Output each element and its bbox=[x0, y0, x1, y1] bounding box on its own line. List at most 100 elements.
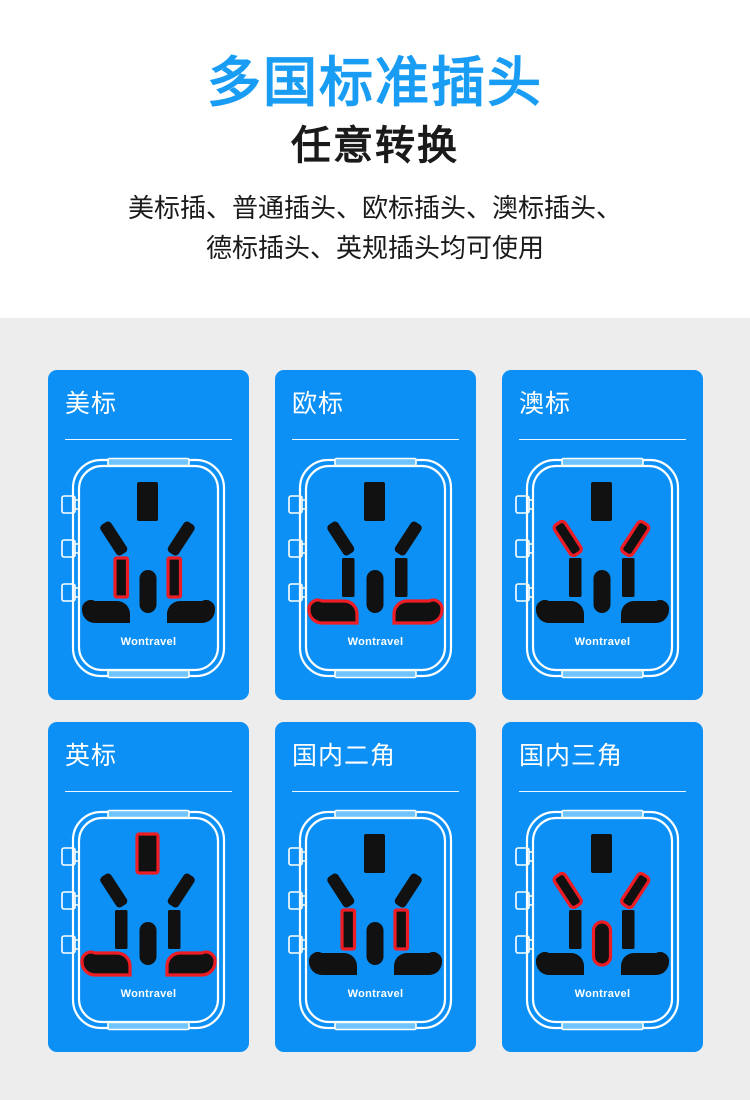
slot-diagonal-left bbox=[552, 519, 583, 558]
plug-standard-card[interactable]: 澳标 Wontravel bbox=[502, 370, 703, 700]
slot-diagonal-right bbox=[167, 873, 195, 908]
slot-top bbox=[135, 832, 160, 875]
slot-right-vertical bbox=[622, 910, 635, 949]
card-divider bbox=[65, 439, 232, 440]
card-divider bbox=[519, 439, 686, 440]
slot-diagonal-left bbox=[100, 521, 128, 556]
socket-top-bar bbox=[107, 457, 190, 467]
socket-top-bar bbox=[561, 457, 644, 467]
brand-label: Wontravel bbox=[347, 636, 404, 648]
card-title: 欧标 bbox=[292, 390, 345, 418]
slot-right-vertical bbox=[168, 910, 181, 949]
universal-socket-diagram bbox=[287, 804, 464, 1036]
slot-diagonal-left bbox=[552, 871, 583, 910]
slot-diagonal-left bbox=[327, 521, 355, 556]
plug-standards-section: 美标 Wontravel 欧标 bbox=[0, 318, 750, 1100]
card-title: 国内二角 bbox=[292, 742, 397, 770]
slot-bottom-left bbox=[308, 952, 357, 975]
slot-bottom-right bbox=[621, 600, 670, 623]
slot-left-vertical bbox=[569, 910, 582, 949]
slot-bottom-right bbox=[394, 952, 443, 975]
universal-socket-diagram bbox=[514, 804, 691, 1036]
slot-diagonal-right bbox=[394, 521, 422, 556]
slot-bottom-right bbox=[165, 950, 217, 977]
socket-bottom-bar bbox=[107, 1021, 190, 1031]
socket-side-clips bbox=[61, 495, 79, 602]
slot-center-oval bbox=[593, 570, 611, 613]
plug-standard-card[interactable]: 欧标 Wontravel bbox=[275, 370, 476, 700]
slot-diagonal-right bbox=[620, 519, 651, 558]
socket-side-clips bbox=[288, 495, 306, 602]
brand-label: Wontravel bbox=[574, 636, 631, 648]
slot-left-vertical bbox=[569, 558, 582, 597]
plug-standard-card[interactable]: 美标 Wontravel bbox=[48, 370, 249, 700]
slot-right-vertical bbox=[395, 558, 408, 597]
socket-bottom-bar bbox=[561, 1021, 644, 1031]
card-title: 国内三角 bbox=[519, 742, 624, 770]
slot-center-oval bbox=[139, 570, 157, 613]
page-description: 美标插、普通插头、欧标插头、澳标插头、 德标插头、英规插头均可使用 bbox=[128, 188, 622, 269]
brand-label: Wontravel bbox=[120, 636, 177, 648]
slot-diagonal-right bbox=[394, 873, 422, 908]
slot-bottom-left bbox=[535, 952, 584, 975]
slot-bottom-right bbox=[167, 600, 216, 623]
card-divider bbox=[292, 791, 459, 792]
universal-socket-diagram bbox=[514, 452, 691, 684]
slot-bottom-left bbox=[80, 950, 132, 977]
slot-bottom-right bbox=[392, 598, 444, 625]
slot-diagonal-left bbox=[100, 873, 128, 908]
description-line-1: 美标插、普通插头、欧标插头、澳标插头、 bbox=[127, 193, 622, 223]
socket-side-clips bbox=[515, 847, 533, 954]
slot-right-vertical bbox=[166, 556, 183, 599]
slot-top bbox=[591, 482, 612, 521]
brand-label: Wontravel bbox=[574, 988, 631, 1000]
page-title: 多国标准插头 bbox=[207, 53, 543, 113]
slot-center-oval bbox=[366, 922, 384, 965]
description-line-2: 德标插头、英规插头均可使用 bbox=[205, 233, 544, 264]
slot-center-oval bbox=[591, 920, 613, 967]
plug-standard-card[interactable]: 国内二角 Wontravel bbox=[275, 722, 476, 1052]
page-subtitle: 任意转换 bbox=[291, 124, 459, 168]
slot-left-vertical bbox=[113, 556, 130, 599]
socket-bottom-bar bbox=[561, 669, 644, 679]
slot-top bbox=[137, 482, 158, 521]
universal-socket-diagram bbox=[60, 804, 237, 1036]
socket-bottom-bar bbox=[334, 669, 417, 679]
plug-standards-grid: 美标 Wontravel 欧标 bbox=[48, 370, 704, 1052]
slot-diagonal-right bbox=[620, 871, 651, 910]
slot-right-vertical bbox=[622, 558, 635, 597]
plug-standard-card[interactable]: 英标 Wontravel bbox=[48, 722, 249, 1052]
card-title: 澳标 bbox=[519, 390, 572, 418]
card-divider bbox=[292, 439, 459, 440]
slot-diagonal-right bbox=[167, 521, 195, 556]
card-divider bbox=[65, 791, 232, 792]
slot-left-vertical bbox=[340, 908, 357, 951]
socket-side-clips bbox=[515, 495, 533, 602]
slot-center-oval bbox=[366, 570, 384, 613]
slot-diagonal-left bbox=[327, 873, 355, 908]
plug-standard-card[interactable]: 国内三角 Wontravel bbox=[502, 722, 703, 1052]
slot-left-vertical bbox=[342, 558, 355, 597]
slot-bottom-left bbox=[535, 600, 584, 623]
slot-bottom-left bbox=[81, 600, 130, 623]
socket-top-bar bbox=[561, 809, 644, 819]
slot-bottom-right bbox=[621, 952, 670, 975]
slot-top bbox=[364, 834, 385, 873]
socket-bottom-bar bbox=[107, 669, 190, 679]
socket-bottom-bar bbox=[334, 1021, 417, 1031]
universal-socket-diagram bbox=[287, 452, 464, 684]
slot-right-vertical bbox=[393, 908, 410, 951]
socket-side-clips bbox=[61, 847, 79, 954]
brand-label: Wontravel bbox=[120, 988, 177, 1000]
socket-top-bar bbox=[334, 457, 417, 467]
page-header: 多国标准插头 任意转换 美标插、普通插头、欧标插头、澳标插头、 德标插头、英规插… bbox=[0, 0, 750, 318]
universal-socket-diagram bbox=[60, 452, 237, 684]
card-divider bbox=[519, 791, 686, 792]
socket-side-clips bbox=[288, 847, 306, 954]
slot-left-vertical bbox=[115, 910, 128, 949]
card-title: 美标 bbox=[65, 390, 118, 418]
slot-center-oval bbox=[139, 922, 157, 965]
card-title: 英标 bbox=[65, 742, 118, 770]
slot-bottom-left bbox=[307, 598, 359, 625]
socket-top-bar bbox=[107, 809, 190, 819]
